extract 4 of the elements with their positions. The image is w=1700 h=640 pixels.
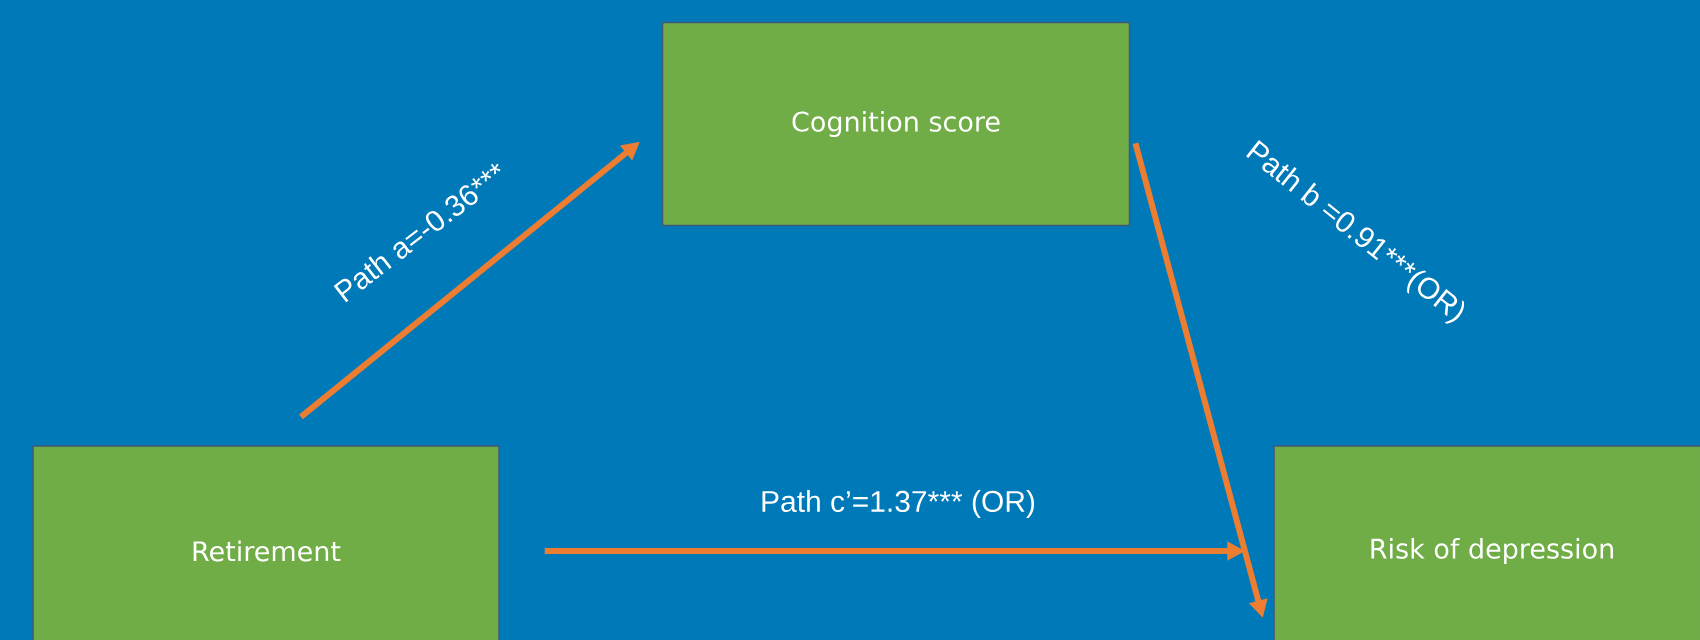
process-box: Retirement [32, 445, 500, 640]
edge-label: Path c’=1.37*** (OR) [758, 488, 1038, 520]
process-box: Risk of depression [1273, 445, 1700, 640]
process-box: Cognition score [661, 21, 1131, 227]
